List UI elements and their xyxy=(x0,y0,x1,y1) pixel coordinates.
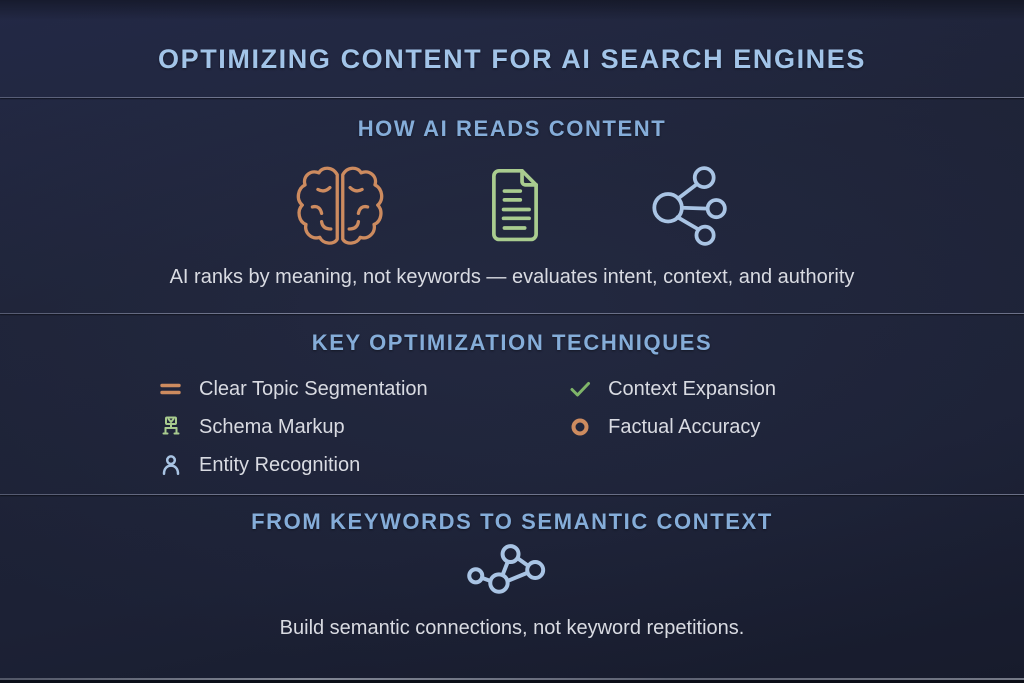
section-key-techniques: KEY OPTIMIZATION TECHNIQUES Clear Topic … xyxy=(0,314,1024,494)
list-item: Entity Recognition xyxy=(158,446,428,484)
techniques-left-list: Clear Topic Segmentation Schema Ma xyxy=(158,370,428,484)
list-item-label: Clear Topic Segmentation xyxy=(199,377,428,400)
techniques-columns: Clear Topic Segmentation Schema Ma xyxy=(158,370,776,484)
list-item: Clear Topic Segmentation xyxy=(158,370,428,408)
page-title: OPTIMIZING CONTENT FOR AI SEARCH ENGINES xyxy=(157,44,867,74)
list-item-label: Factual Accuracy xyxy=(608,415,761,438)
list-item: Context Expansion xyxy=(567,370,776,408)
section-caption: Build semantic connections, not keyword … xyxy=(279,617,745,639)
network-hub-icon xyxy=(644,160,730,252)
list-item: Factual Accuracy xyxy=(567,408,776,446)
section-heading-semantic-context: FROM KEYWORDS TO SEMANTIC CONTEXT xyxy=(251,509,773,534)
techniques-right-list: Context Expansion Factual Accuracy xyxy=(567,370,776,484)
graph-wrap xyxy=(0,541,1024,599)
list-item: Schema Markup xyxy=(158,408,428,446)
section-how-ai-reads: HOW AI READS CONTENT xyxy=(0,98,1024,313)
section-heading-key-techniques: KEY OPTIMIZATION TECHNIQUES xyxy=(311,330,713,355)
bottom-dark-strip xyxy=(0,680,1024,683)
divider xyxy=(0,97,1024,98)
segmentation-lines-icon xyxy=(158,376,184,402)
section-heading-how-ai-reads: HOW AI READS CONTENT xyxy=(357,116,667,141)
circle-ring-icon xyxy=(567,414,593,440)
divider xyxy=(0,494,1024,495)
header: OPTIMIZING CONTENT FOR AI SEARCH ENGINES xyxy=(0,0,1024,97)
person-icon xyxy=(158,452,184,478)
icons-row xyxy=(0,154,1024,258)
document-icon xyxy=(471,160,559,252)
brain-icon xyxy=(294,160,386,252)
list-item-label: Entity Recognition xyxy=(199,453,361,476)
check-icon xyxy=(567,376,593,402)
schema-tree-icon xyxy=(158,414,184,440)
section-semantic-context: FROM KEYWORDS TO SEMANTIC CONTEXT Build … xyxy=(0,495,1024,641)
list-item-label: Schema Markup xyxy=(199,415,345,438)
divider xyxy=(0,313,1024,314)
bottom-edge-line xyxy=(0,678,1024,680)
section-caption: AI ranks by meaning, not keywords — eval… xyxy=(169,266,855,288)
graph-nodes-icon xyxy=(448,541,576,599)
list-item-label: Context Expansion xyxy=(608,377,776,400)
